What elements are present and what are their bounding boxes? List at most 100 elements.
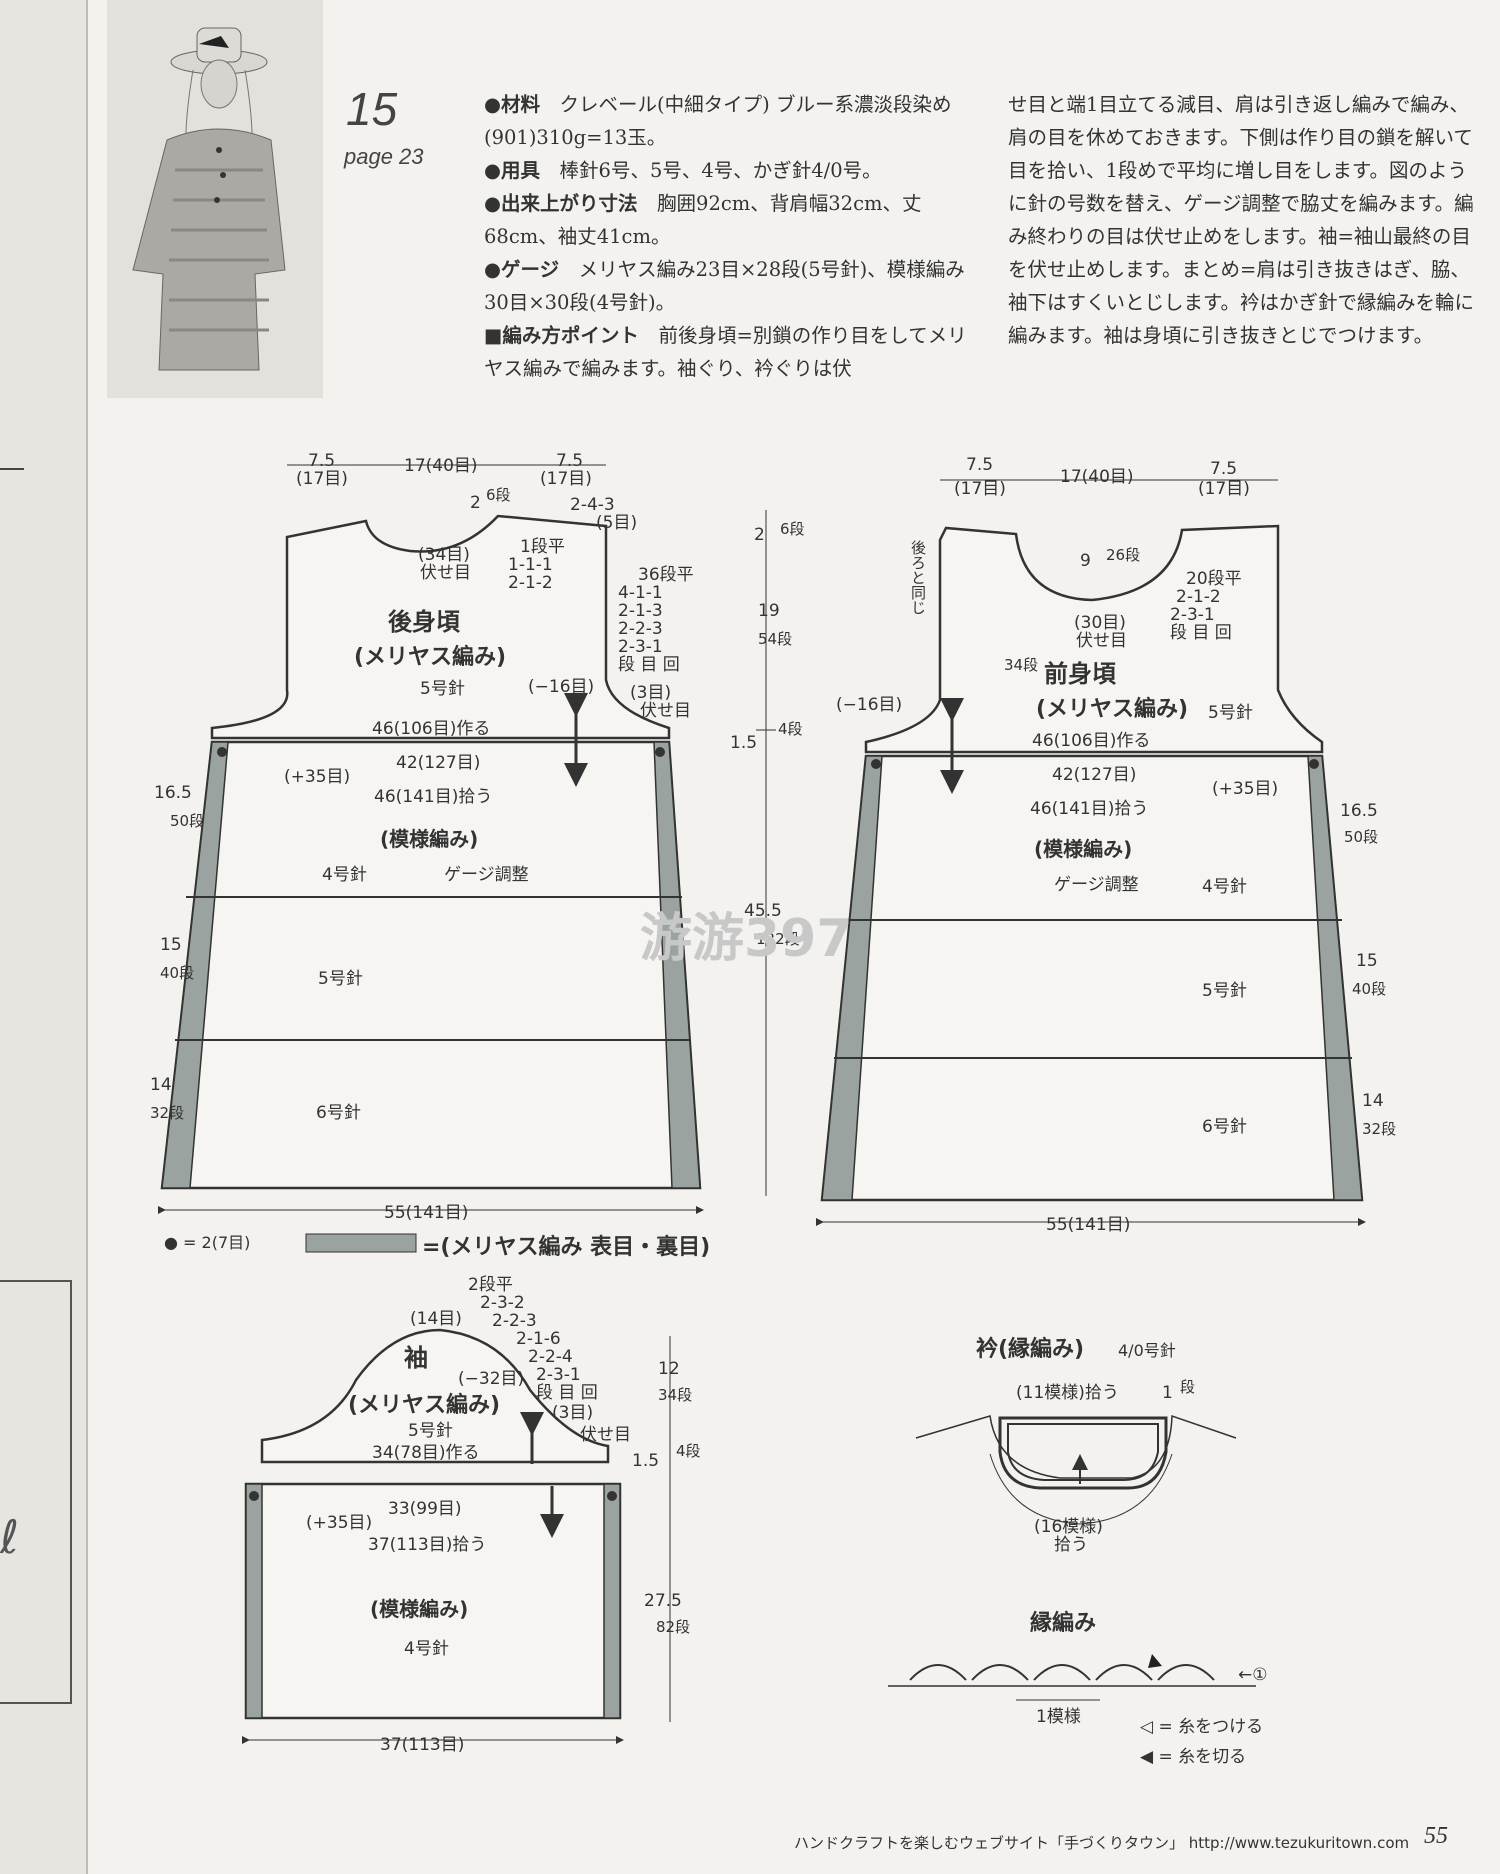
back-arm-bind-lbl: 伏せ目 [640,701,691,721]
front-side2-rows: 40段 [1352,980,1386,998]
back-arm-dec-4: 2-3-1 [618,637,663,657]
front-same-as-back: 後ろと同じ [909,540,927,615]
gutter-frame [0,1280,72,1704]
front-needle6: 6号針 [1202,1117,1247,1137]
sleeve-yoke-rows: 4段 [676,1442,701,1460]
front-neck-dec-1: 2-1-2 [1176,587,1221,607]
materials-line: ●材料 クレベール(中細タイプ) ブルー系濃淡段染め(901)310g=13玉。 [484,93,952,149]
knot-icon: ℓ [0,1510,20,1564]
front-side1-rows: 50段 [1344,828,1378,846]
gauge-line: ●ゲージ メリヤス編み23目×28段(5号針)、模様編み30目×30段(4号針)… [484,258,965,314]
sleeve-needle: 5号針 [408,1421,453,1441]
sleeve-bind: (3目) [552,1403,593,1423]
front-bottom: 55(141目) [1046,1215,1130,1235]
collar-bottom-label: (16模様) [1034,1517,1103,1537]
center-top: 2 [754,525,765,545]
sleeve-pattern-label: (模様編み) [370,1597,468,1621]
legend-bar: =(メリヤス編み 表目・裏目) [422,1234,710,1260]
back-top-shoulder-r: 7.5 [556,451,583,471]
collar-labels: 衿(縁編み) 4/0号針 (11模様)拾う 1 段 (16模様) 拾う [976,1336,1195,1555]
front-neck-dec-3: 段 目 回 [1170,623,1232,643]
back-needle5: 5号針 [318,969,363,989]
collar-side: 1 [1162,1383,1173,1403]
sleeve-cap-top: (14目) [410,1309,462,1329]
front-body-piece [816,479,1366,1226]
center-top-rows: 6段 [780,520,805,538]
page-gutter: ℓ [0,0,88,1874]
sleeve-body-rows: 82段 [656,1618,690,1636]
back-neck-dec-2: 2-1-2 [508,573,553,593]
front-cast-on: 46(106目)作る [1032,731,1150,751]
tools-line: ●用具 棒針6号、5号、4号、かぎ針4/0号。 [484,159,882,182]
sleeve-inc-row: 33(99目) [388,1499,462,1519]
sleeve-cap-dec-4: 2-2-4 [528,1347,573,1367]
legend-swatch [305,1233,417,1253]
back-needle: 5号針 [420,679,465,699]
front-side3-rows: 32段 [1362,1120,1396,1138]
back-gauge-adj: ゲージ調整 [444,865,529,885]
front-dec16: (−16目) [836,695,902,715]
back-neck-depth: 2 [470,493,481,513]
front-side2: 15 [1356,951,1378,971]
back-side1: 16.5 [154,783,192,803]
back-side2: 15 [160,935,182,955]
front-side3: 14 [1362,1091,1384,1111]
method-continued: せ目と端1目立てる減目、肩は引き返し編みで編み、肩の目を休めておきます。下側は作… [1008,93,1475,347]
instructions-col2: せ目と端1目立てる減目、肩は引き返し編みで編み、肩の目を休めておきます。下側は作… [1008,88,1486,352]
center-body-rows: 122段 [756,930,800,948]
back-title: 後身頃 [388,608,461,636]
collar-bottom-label2: 拾う [1054,1535,1088,1555]
sleeve-body: 27.5 [644,1591,682,1611]
front-neck-bind-lbl: 伏せ目 [1076,631,1127,651]
sleeve-cap-h: 12 [658,1359,680,1379]
gutter-mark [0,468,24,470]
back-arm-dec-0: 36段平 [638,565,694,585]
collar-hook: 4/0号針 [1118,1341,1176,1360]
legend-dot: ● = 2(7目) [164,1233,250,1252]
model-photo [107,0,323,398]
edging-labels: 縁編み ←① 1模様 ◁ = 糸をつける ◀ = 糸を切る [1030,1610,1267,1767]
front-top-shoulder-r: 7.5 [1210,459,1237,479]
sleeve-cap-dec-6: 段 目 回 [536,1383,598,1403]
edging-attach: ◁ = 糸をつける [1140,1717,1263,1737]
back-top-shoulder: 7.5 [308,451,335,471]
legend: ● = 2(7目) =(メリヤス編み 表目・裏目) [164,1233,710,1260]
sleeve-piece [242,1328,671,1744]
edging-title: 縁編み [1030,1610,1096,1636]
collar-top-label: (11模様)拾う [1016,1383,1119,1403]
front-pickup: 46(141目)拾う [1030,799,1148,819]
edging-start: ←① [1238,1665,1267,1685]
back-top-neck: 17(40目) [404,456,478,476]
center-dimension-labels: 2 6段 19 54段 1.5 4段 45.5 122段 [730,520,805,948]
back-side3-rows: 32段 [150,1104,184,1122]
back-body-labels: 7.5 (17目) 17(40目) 7.5 (17目) 2 6段 2-4-3 (… [150,451,694,1223]
back-cast-on: 46(106目)作る [372,719,490,739]
finished-size-line: ●出来上がり寸法 胸囲92cm、背肩幅32cm、丈68cm、袖丈41cm。 [484,192,922,248]
back-neck-bind: (34目) [418,545,470,565]
back-bottom: 55(141目) [384,1203,468,1223]
center-armhole-rows: 54段 [758,630,792,648]
back-side1-rows: 50段 [170,812,204,830]
front-pattern-label: (模様編み) [1034,837,1132,861]
back-neck-bind-lbl: 伏せ目 [420,563,471,583]
front-subtitle: (メリヤス編み) [1036,696,1188,722]
back-shoulder-dec-n: (5目) [596,513,637,533]
front-body-labels: 7.5 (17目) 17(40目) 7.5 (17目) 後ろと同じ 9 26段 … [836,455,1396,1235]
edging-chart [888,1654,1256,1701]
back-top-shoulder-st-r: (17目) [540,469,592,489]
back-arm-dec-5: 段 目 回 [618,655,680,675]
sleeve-cap-dec-0: 2段平 [468,1275,513,1295]
back-side2-rows: 40段 [160,964,194,982]
front-neck-depth: 9 [1080,551,1091,571]
center-body: 45.5 [744,901,782,921]
sleeve-cap-dec-2: 2-2-3 [492,1311,537,1331]
front-neck-depth-rows: 26段 [1106,546,1140,564]
back-dec16: (−16目) [528,677,594,697]
sleeve-cap-dec-3: 2-1-6 [516,1329,561,1349]
back-shoulder-dec: 2-4-3 [570,495,615,515]
back-arm-dec-2: 2-1-3 [618,601,663,621]
back-pickup: 46(141目)拾う [374,787,492,807]
back-needle6: 6号針 [316,1103,361,1123]
center-yoke-rows: 4段 [778,720,803,738]
